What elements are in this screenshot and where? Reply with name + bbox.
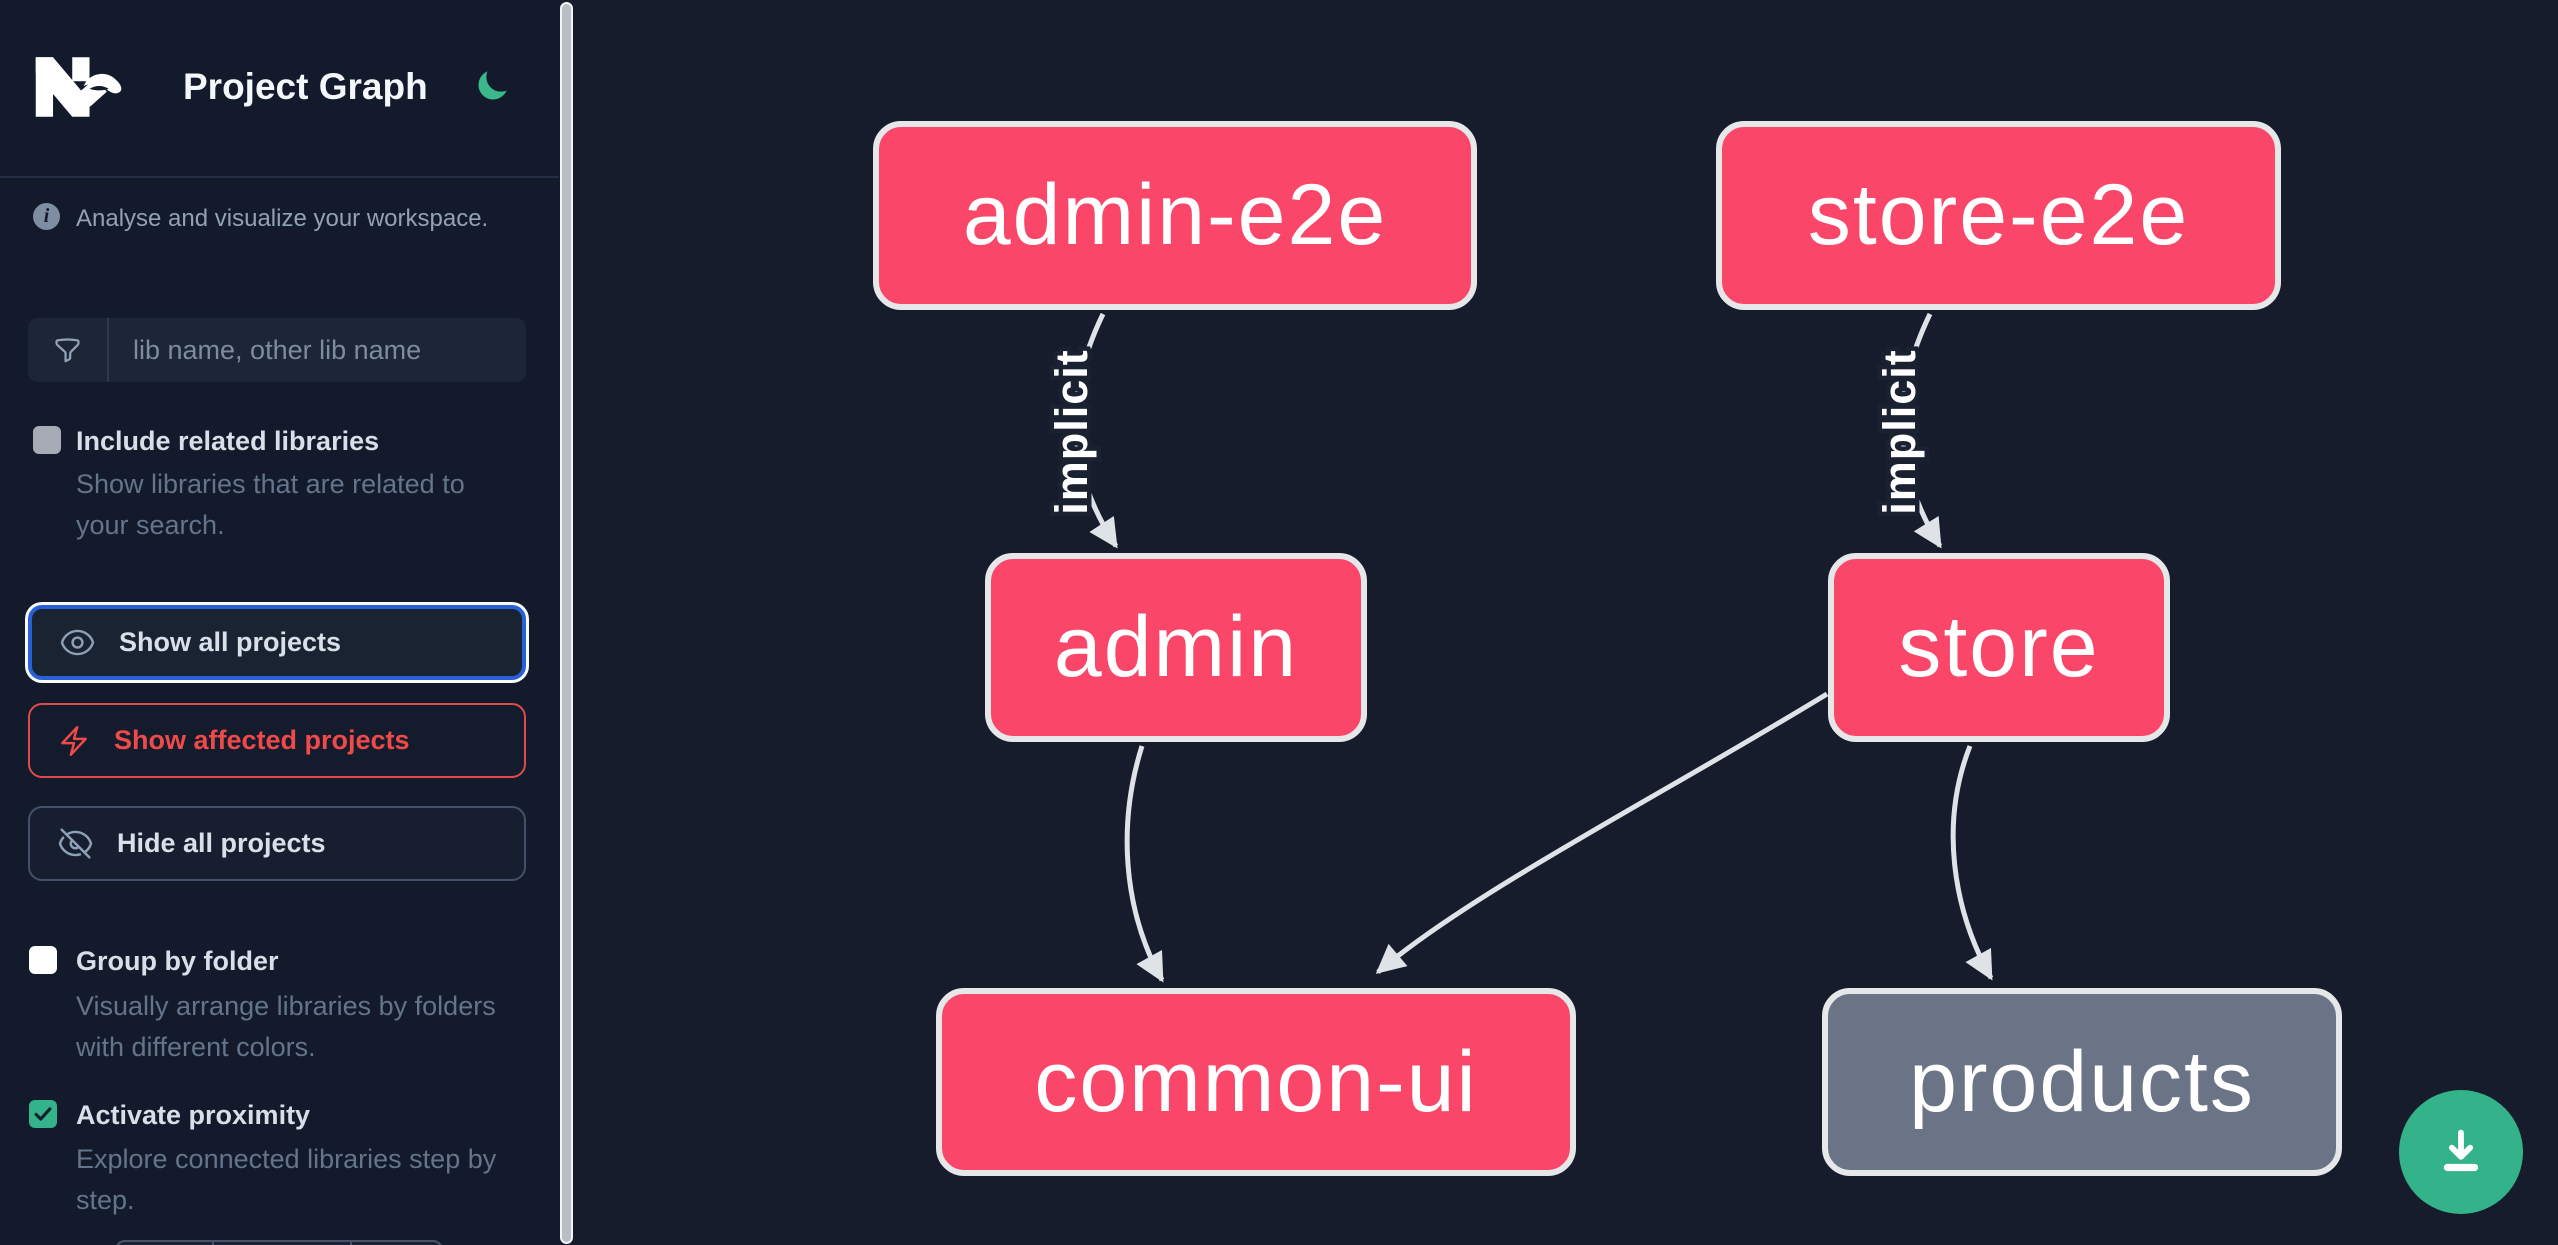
graph-node-common-ui[interactable]: common-ui bbox=[936, 988, 1576, 1176]
show-all-projects-button[interactable]: Show all projects bbox=[28, 605, 526, 680]
activate-proximity-checkbox[interactable] bbox=[29, 1100, 57, 1128]
graph-edge-admin-e2e-to-admin bbox=[1073, 312, 1119, 549]
edge-label-store-e2e-store: implicit bbox=[1874, 349, 1925, 515]
nx-logo bbox=[35, 57, 122, 117]
include-related-description: Show libraries that are related to your … bbox=[76, 469, 465, 540]
sidebar: Project Graph i Analyse and visualize yo… bbox=[0, 0, 559, 1245]
include-related-checkbox[interactable] bbox=[33, 426, 61, 454]
checkmark-icon bbox=[34, 1107, 52, 1121]
bolt-icon bbox=[61, 725, 87, 756]
include-related-label: Include related libraries bbox=[76, 426, 380, 456]
save-image-fab-button[interactable] bbox=[2399, 1090, 2523, 1214]
sidebar-scrollbar[interactable] bbox=[560, 2, 573, 1244]
search-divider bbox=[107, 318, 109, 382]
funnel-icon-wrap bbox=[28, 318, 107, 382]
activate-proximity-description: Explore connected libraries step by step… bbox=[76, 1144, 497, 1215]
graph-edge-store-to-common-ui bbox=[1375, 691, 1829, 974]
graph-edge-admin-to-common-ui bbox=[1124, 745, 1165, 983]
eye-icon bbox=[60, 629, 95, 656]
hide-all-projects-label: Hide all projects bbox=[117, 828, 326, 858]
hide-all-projects-button[interactable]: Hide all projects bbox=[28, 806, 526, 881]
show-affected-projects-button[interactable]: Show affected projects bbox=[28, 703, 526, 778]
graph-node-products[interactable]: products bbox=[1822, 988, 2342, 1176]
graph-node-admin-e2e[interactable]: admin-e2e bbox=[873, 121, 1477, 310]
graph-node-admin[interactable]: admin bbox=[985, 553, 1367, 742]
graph-edge-store-to-products bbox=[1950, 745, 1994, 981]
edge-label-admin-e2e-admin: implicit bbox=[1046, 349, 1097, 515]
graph-node-store-e2e[interactable]: store-e2e bbox=[1716, 121, 2281, 310]
funnel-filter-icon bbox=[55, 337, 80, 362]
filter-search-box bbox=[28, 318, 526, 382]
graph-node-store[interactable]: store bbox=[1828, 553, 2170, 742]
info-icon: i bbox=[33, 203, 60, 230]
workspace-tagline: Analyse and visualize your workspace. bbox=[76, 205, 489, 232]
activate-proximity-label: Activate proximity bbox=[76, 1100, 311, 1130]
page-title: Project Graph bbox=[183, 66, 428, 107]
dark-mode-moon-icon[interactable] bbox=[474, 68, 510, 104]
header-divider bbox=[0, 176, 559, 178]
graph-edge-store-e2e-to-store bbox=[1899, 312, 1943, 549]
group-by-folder-description: Visually arrange libraries by folders wi… bbox=[76, 991, 496, 1062]
eye-slash-icon bbox=[58, 828, 93, 859]
show-all-projects-label: Show all projects bbox=[119, 627, 342, 657]
show-affected-projects-label: Show affected projects bbox=[114, 725, 410, 755]
library-filter-input[interactable] bbox=[109, 318, 524, 382]
group-by-folder-label: Group by folder bbox=[76, 946, 279, 976]
segment-divider bbox=[350, 1242, 352, 1245]
sidebar-bottom-segmented-control[interactable] bbox=[115, 1240, 443, 1245]
download-icon bbox=[2443, 1129, 2479, 1172]
group-by-folder-checkbox[interactable] bbox=[29, 946, 57, 974]
segment-divider bbox=[212, 1242, 214, 1245]
